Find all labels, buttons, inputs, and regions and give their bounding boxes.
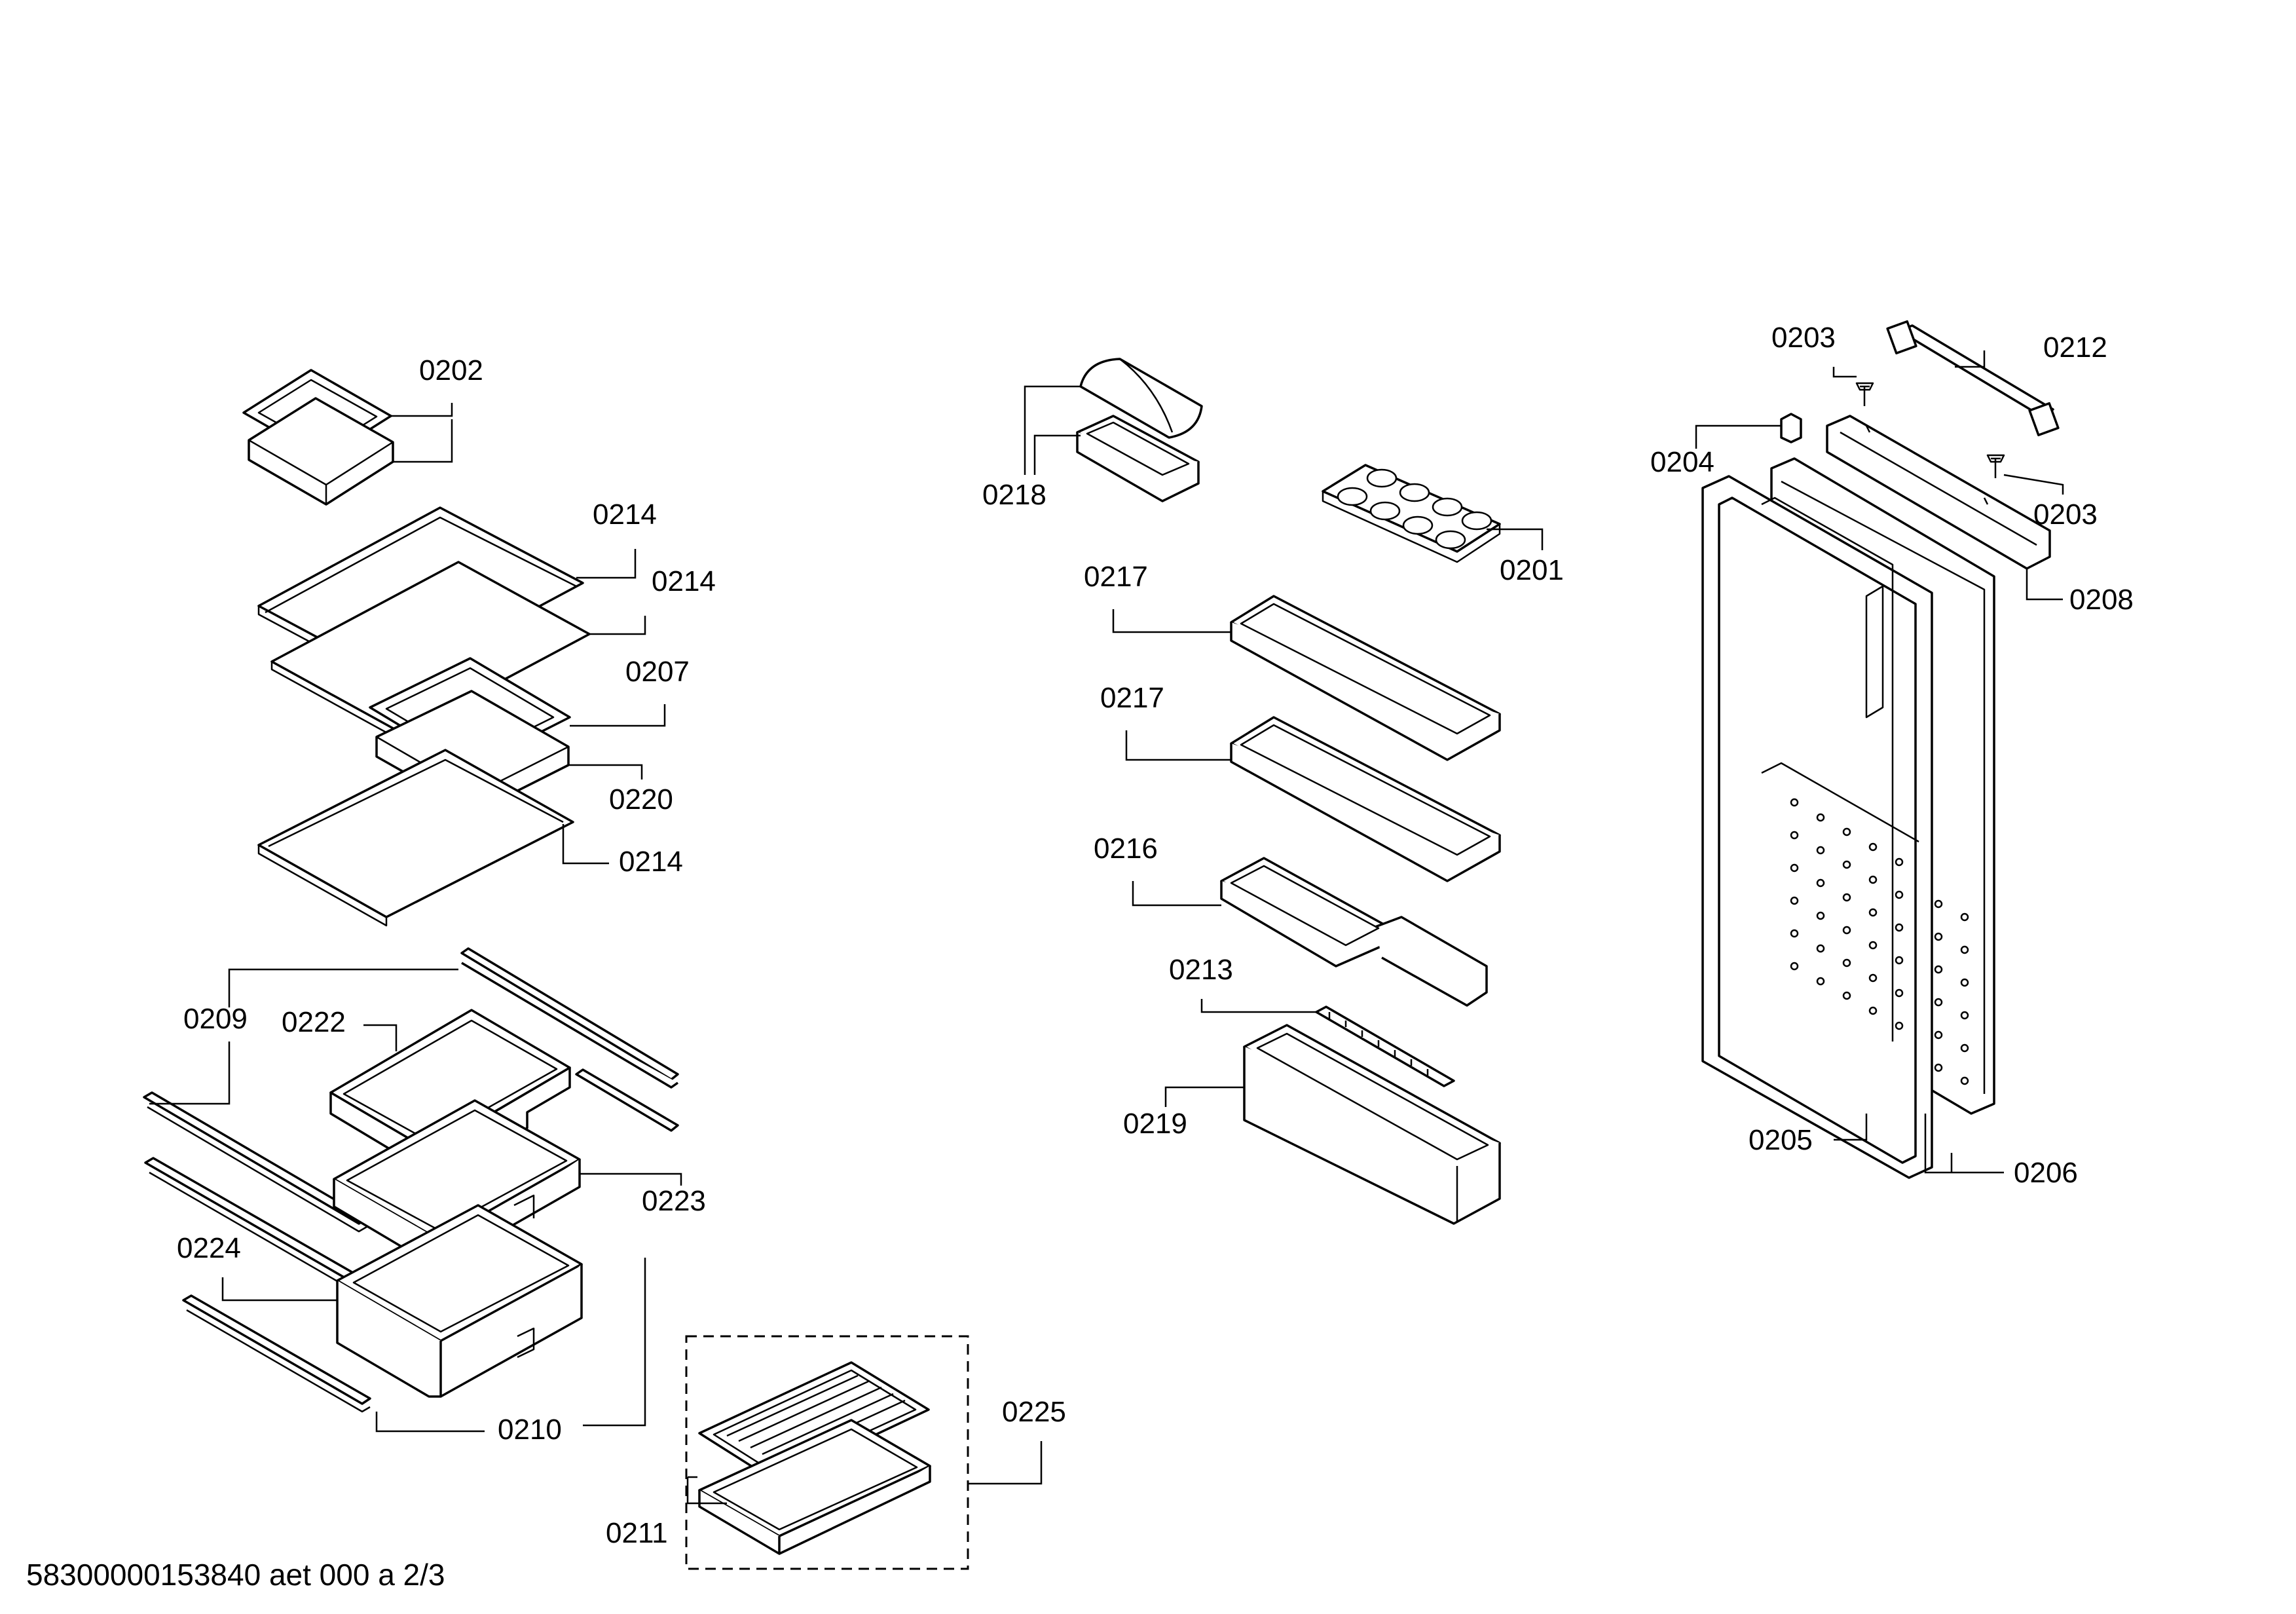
callout-0224: 0224 bbox=[177, 1232, 241, 1264]
callout-0208: 0208 bbox=[2069, 584, 2134, 616]
callout-0203-a: 0203 bbox=[1771, 322, 1836, 354]
callout-0202: 0202 bbox=[419, 354, 483, 386]
callout-0222: 0222 bbox=[282, 1006, 346, 1038]
callout-0209: 0209 bbox=[183, 1003, 248, 1035]
callout-0225: 0225 bbox=[1002, 1396, 1066, 1428]
callout-0204: 0204 bbox=[1650, 446, 1714, 478]
callout-0210: 0210 bbox=[498, 1414, 562, 1446]
callout-0205: 0205 bbox=[1749, 1124, 1813, 1156]
callout-0217-b: 0217 bbox=[1100, 682, 1164, 714]
callout-0203-b: 0203 bbox=[2033, 498, 2098, 531]
callout-0216: 0216 bbox=[1094, 833, 1158, 865]
callout-labels: 0202 0214 0214 0207 0220 0214 0209 0222 … bbox=[177, 322, 2134, 1549]
callout-0223: 0223 bbox=[642, 1185, 706, 1217]
callout-0220: 0220 bbox=[609, 783, 673, 816]
callout-0214-a: 0214 bbox=[593, 498, 657, 531]
callout-0219: 0219 bbox=[1123, 1108, 1187, 1140]
callout-0206: 0206 bbox=[2014, 1157, 2078, 1189]
middle-group-drawings bbox=[1076, 358, 1501, 1225]
right-group-drawings bbox=[1701, 320, 2060, 1179]
callout-0218: 0218 bbox=[982, 479, 1046, 511]
callout-0214-c: 0214 bbox=[619, 846, 683, 878]
callout-0207: 0207 bbox=[625, 656, 690, 688]
leader-lines bbox=[149, 350, 2064, 1505]
callout-0211: 0211 bbox=[606, 1517, 668, 1549]
callout-0217-a: 0217 bbox=[1084, 561, 1148, 593]
callout-0214-b: 0214 bbox=[652, 565, 716, 597]
drawing-reference: 58300000153840 aet 000 a 2/3 bbox=[26, 1558, 445, 1592]
callout-0201: 0201 bbox=[1500, 554, 1564, 586]
callout-0213: 0213 bbox=[1169, 954, 1233, 986]
callout-0212: 0212 bbox=[2043, 331, 2107, 364]
left-group-drawings bbox=[143, 369, 969, 1570]
